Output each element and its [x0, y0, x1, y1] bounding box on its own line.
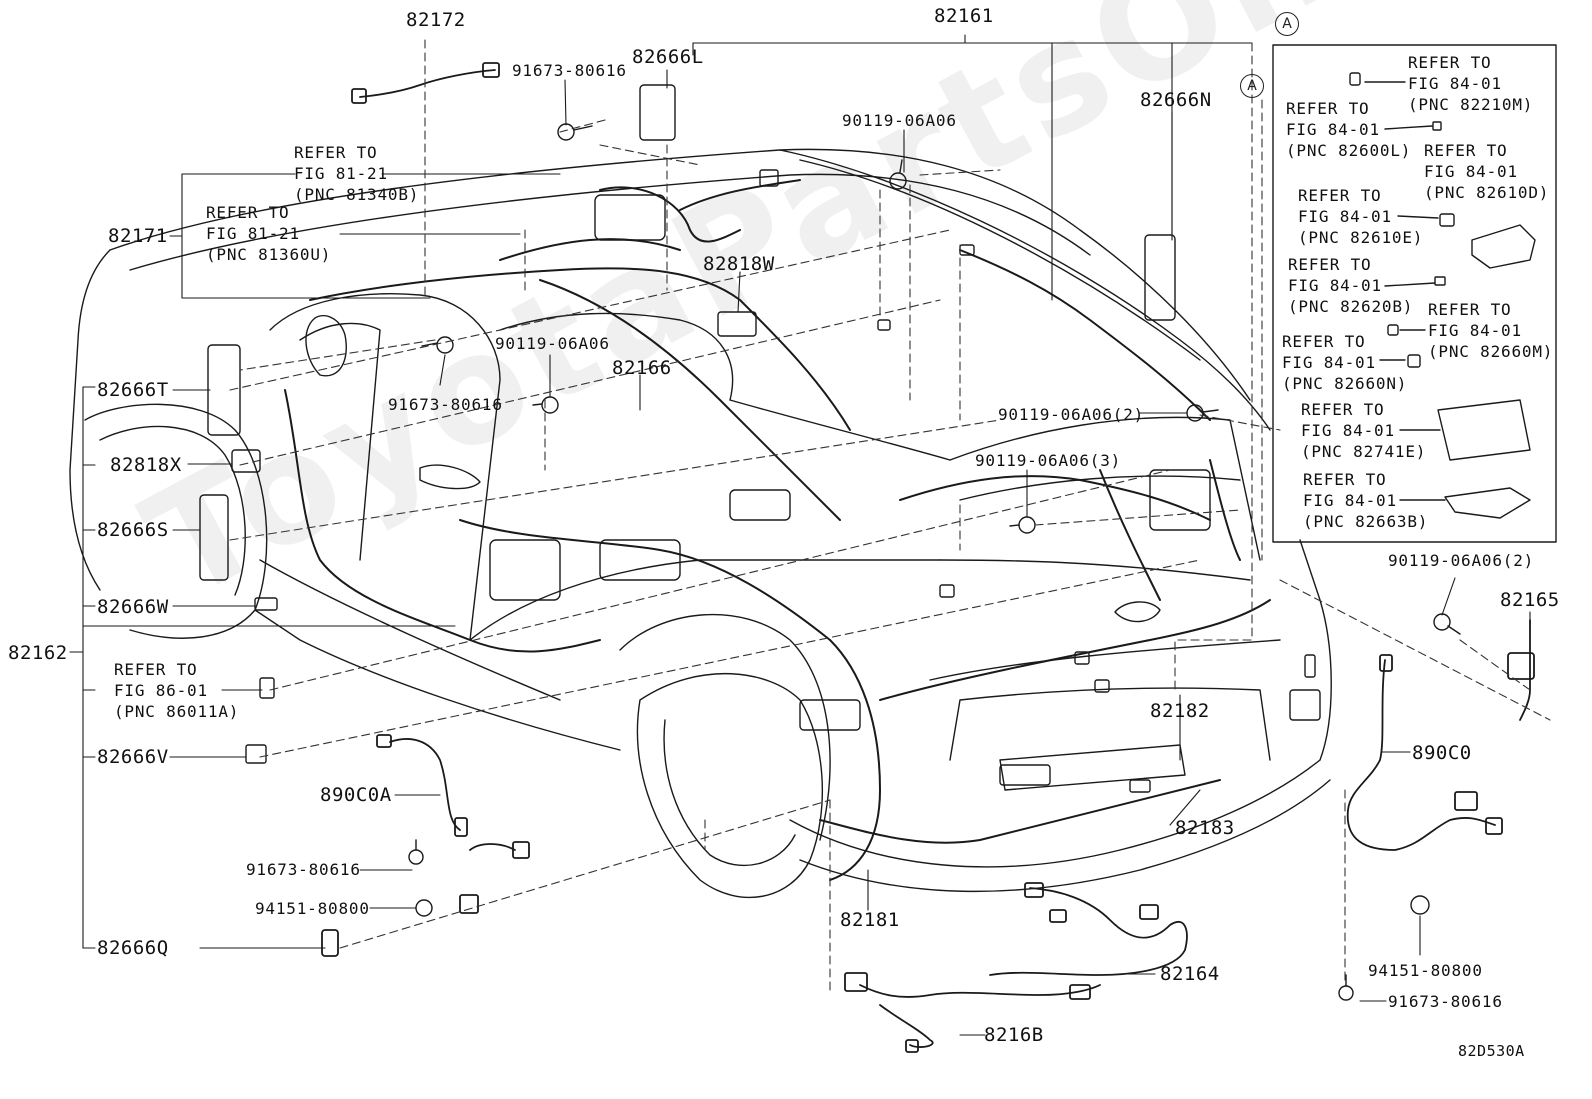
wiring-harness — [284, 179, 1271, 881]
part-82171[interactable]: 82171 — [108, 225, 168, 247]
part-90119-06A06-2[interactable]: 90119-06A06(2) — [1388, 551, 1535, 570]
ref-line: REFER TO — [1301, 400, 1385, 419]
ref-line: REFER TO — [1428, 300, 1512, 319]
ref-line: FIG 81-21 — [294, 164, 388, 183]
ref-fig-81-21-81340B[interactable]: REFER TO FIG 81-21 (PNC 81340B) — [294, 142, 419, 205]
ref-line: (PNC 82600L) — [1286, 141, 1412, 160]
ref-line: REFER TO — [1298, 186, 1382, 205]
part-82165[interactable]: 82165 — [1500, 589, 1560, 611]
part-82818X[interactable]: 82818X — [110, 454, 182, 476]
ref-line: FIG 84-01 — [1303, 491, 1397, 510]
ref-line: REFER TO — [1424, 141, 1508, 160]
part-82666L[interactable]: 82666L — [632, 46, 704, 68]
part-82183[interactable]: 82183 — [1175, 817, 1235, 839]
ref-line: (PNC 86011A) — [114, 702, 240, 721]
ref-line: FIG 84-01 — [1282, 353, 1376, 372]
ref-fig-81-21-81360U[interactable]: REFER TO FIG 81-21 (PNC 81360U) — [206, 202, 331, 265]
ref-line: FIG 84-01 — [1424, 162, 1518, 181]
ref-line: FIG 81-21 — [206, 224, 300, 243]
dashed-reference-lines — [229, 39, 1551, 991]
ref-line: (PNC 82741E) — [1301, 442, 1427, 461]
ref-fig-86-01-86011A[interactable]: REFER TO FIG 86-01 (PNC 86011A) — [114, 659, 239, 722]
part-90119-06A06-2[interactable]: 90119-06A06(2) — [998, 405, 1145, 424]
ref-fig-84-01-82600L[interactable]: REFER TO FIG 84-01 (PNC 82600L) — [1286, 98, 1411, 161]
part-890C0[interactable]: 890C0 — [1412, 742, 1472, 764]
ref-line: REFER TO — [294, 143, 378, 162]
part-82666V[interactable]: 82666V — [97, 746, 169, 768]
part-82666S[interactable]: 82666S — [97, 519, 169, 541]
ref-line: FIG 84-01 — [1428, 321, 1522, 340]
ref-line: REFER TO — [1288, 255, 1372, 274]
part-91673-80616[interactable]: 91673-80616 — [246, 860, 361, 879]
part-90119-06A06[interactable]: 90119-06A06 — [495, 334, 610, 353]
part-8216B[interactable]: 8216B — [984, 1024, 1044, 1046]
ref-fig-84-01-82663B[interactable]: REFER TO FIG 84-01 (PNC 82663B) — [1303, 469, 1428, 532]
part-82161[interactable]: 82161 — [934, 5, 994, 27]
ref-line: FIG 84-01 — [1288, 276, 1382, 295]
part-91673-80616[interactable]: 91673-80616 — [388, 395, 503, 414]
inset-box — [1272, 44, 1557, 543]
part-82666T[interactable]: 82666T — [97, 379, 169, 401]
ref-fig-84-01-82660M[interactable]: REFER TO FIG 84-01 (PNC 82660M) — [1428, 299, 1553, 362]
inset-marker: A — [1275, 12, 1299, 36]
part-82666Q[interactable]: 82666Q — [97, 937, 169, 959]
ref-line: REFER TO — [1286, 99, 1370, 118]
ref-line: FIG 84-01 — [1286, 120, 1380, 139]
vehicle-body-outline — [69, 148, 1332, 899]
part-91673-80616[interactable]: 91673-80616 — [512, 61, 627, 80]
ref-line: REFER TO — [1303, 470, 1387, 489]
leader-lines — [69, 34, 1531, 1036]
ref-fig-84-01-82610E[interactable]: REFER TO FIG 84-01 (PNC 82610E) — [1298, 185, 1423, 248]
ref-line: (PNC 82660N) — [1282, 374, 1408, 393]
ref-fig-84-01-82660N[interactable]: REFER TO FIG 84-01 (PNC 82660N) — [1282, 331, 1407, 394]
ref-line: REFER TO — [1282, 332, 1366, 351]
ref-line: (PNC 81360U) — [206, 245, 332, 264]
part-82164[interactable]: 82164 — [1160, 963, 1220, 985]
part-91673-80616[interactable]: 91673-80616 — [1388, 992, 1503, 1011]
diagram-code: 82D530A — [1458, 1042, 1525, 1060]
ref-line: REFER TO — [1408, 53, 1492, 72]
part-90119-06A06-3[interactable]: 90119-06A06(3) — [975, 451, 1122, 470]
part-94151-80800[interactable]: 94151-80800 — [255, 899, 370, 918]
ref-line: REFER TO — [114, 660, 198, 679]
connector-clusters — [199, 84, 1321, 793]
ref-line: (PNC 81340B) — [294, 185, 420, 204]
part-90119-06A06[interactable]: 90119-06A06 — [842, 111, 957, 130]
sub-harnesses — [321, 62, 1535, 1053]
part-82162[interactable]: 82162 — [8, 642, 68, 664]
inset-marker: A — [1240, 74, 1264, 98]
ref-line: (PNC 82660M) — [1428, 342, 1554, 361]
part-890C0A[interactable]: 890C0A — [320, 784, 392, 806]
ref-line: FIG 84-01 — [1301, 421, 1395, 440]
part-82666N[interactable]: 82666N — [1140, 89, 1212, 111]
part-82818W[interactable]: 82818W — [703, 253, 775, 275]
ref-fig-84-01-82610D[interactable]: REFER TO FIG 84-01 (PNC 82610D) — [1424, 140, 1549, 203]
ref-line: (PNC 82610E) — [1298, 228, 1424, 247]
ref-line: (PNC 82210M) — [1408, 95, 1534, 114]
ref-fig-84-01-82620B[interactable]: REFER TO FIG 84-01 (PNC 82620B) — [1288, 254, 1413, 317]
part-94151-80800[interactable]: 94151-80800 — [1368, 961, 1483, 980]
ref-line: FIG 86-01 — [114, 681, 208, 700]
ref-line: FIG 84-01 — [1408, 74, 1502, 93]
ref-line: FIG 84-01 — [1298, 207, 1392, 226]
part-82182[interactable]: 82182 — [1150, 700, 1210, 722]
part-82181[interactable]: 82181 — [840, 909, 900, 931]
part-82172[interactable]: 82172 — [406, 9, 466, 31]
ref-fig-84-01-82741E[interactable]: REFER TO FIG 84-01 (PNC 82741E) — [1301, 399, 1426, 462]
ref-line: (PNC 82610D) — [1424, 183, 1550, 202]
part-82666W[interactable]: 82666W — [97, 596, 169, 618]
ref-line: REFER TO — [206, 203, 290, 222]
ref-line: (PNC 82663B) — [1303, 512, 1429, 531]
ref-line: (PNC 82620B) — [1288, 297, 1414, 316]
part-82166[interactable]: 82166 — [612, 357, 672, 379]
ref-fig-84-01-82210M[interactable]: REFER TO FIG 84-01 (PNC 82210M) — [1408, 52, 1533, 115]
